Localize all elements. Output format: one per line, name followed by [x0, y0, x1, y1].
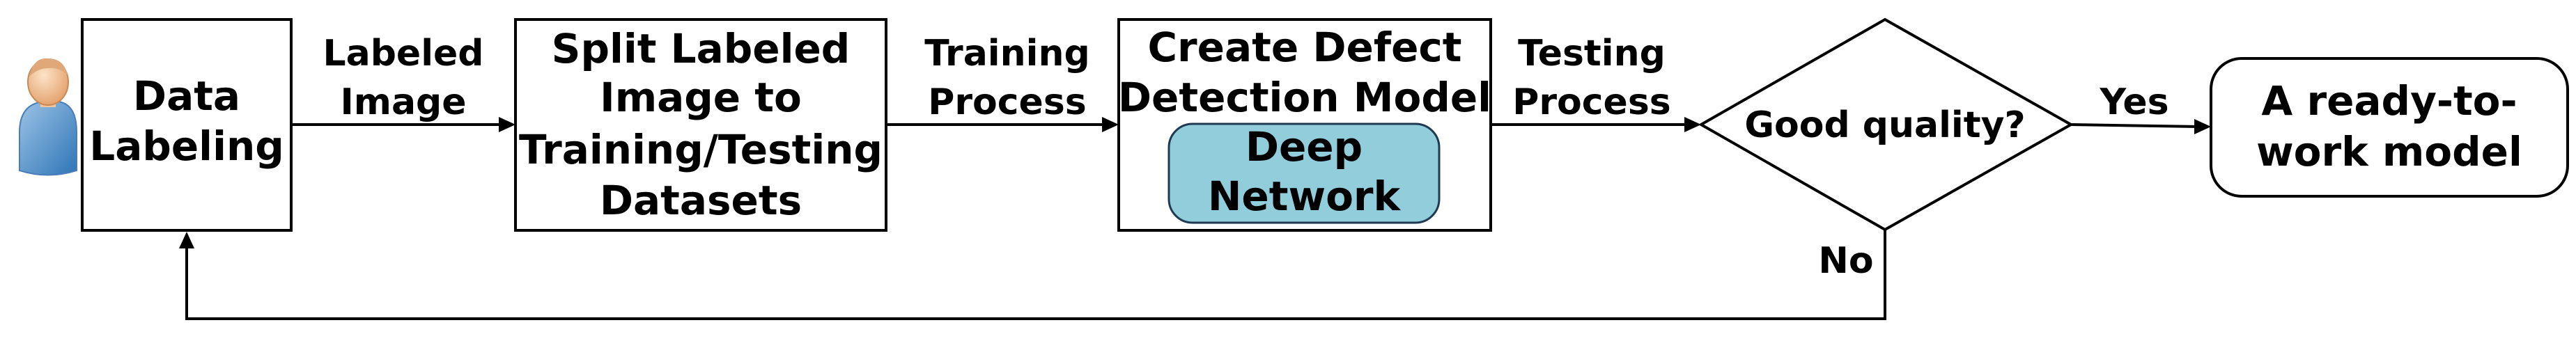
data-labeling-line-1: Data	[133, 72, 240, 120]
deep-network-box: Deep Network	[1167, 122, 1441, 224]
training-label-line-1: Training	[924, 33, 1089, 74]
split-line-2: Image to	[600, 74, 802, 121]
create-model-box: Create Defect Detection Model Deep Netwo…	[1117, 18, 1492, 232]
labeled-image-label-line-2: Image	[340, 81, 466, 123]
create-model-line-1: Create Defect	[1147, 24, 1461, 71]
split-line-1: Split Labeled	[552, 25, 851, 72]
ready-line-1: A ready-to-	[2261, 77, 2517, 125]
split-datasets-box: Split Labeled Image to Training/Testing …	[514, 18, 887, 232]
labeled-image-label-line-1: Labeled	[323, 33, 483, 74]
decision-text: Good quality?	[1744, 104, 2025, 146]
edge-no-feedback: No	[179, 230, 1886, 320]
create-model-line-2: Detection Model	[1118, 74, 1491, 121]
ready-model-box: A ready-to- work model	[2210, 57, 2569, 198]
data-labeling-line-2: Labeling	[89, 122, 284, 170]
edge-yes: Yes	[2070, 81, 2211, 134]
testing-label-line-1: Testing	[1518, 33, 1666, 74]
no-label: No	[1818, 240, 1873, 282]
deep-network-line-1: Deep	[1246, 123, 1363, 170]
split-line-4: Datasets	[600, 177, 802, 224]
data-labeling-box: Data Labeling	[81, 18, 293, 232]
deep-network-line-2: Network	[1208, 173, 1402, 220]
split-line-3: Training/Testing	[519, 126, 883, 173]
person-icon	[19, 58, 77, 176]
edge-labeled-image: Labeled Image	[291, 33, 515, 132]
testing-label-line-2: Process	[1512, 81, 1670, 123]
training-label-line-2: Process	[928, 81, 1086, 123]
ready-line-2: work model	[2256, 128, 2522, 175]
edge-testing-process: Testing Process	[1491, 33, 1701, 132]
yes-label: Yes	[2099, 81, 2168, 123]
edge-training-process: Training Process	[886, 33, 1119, 132]
quality-decision: Good quality?	[1698, 17, 2074, 232]
